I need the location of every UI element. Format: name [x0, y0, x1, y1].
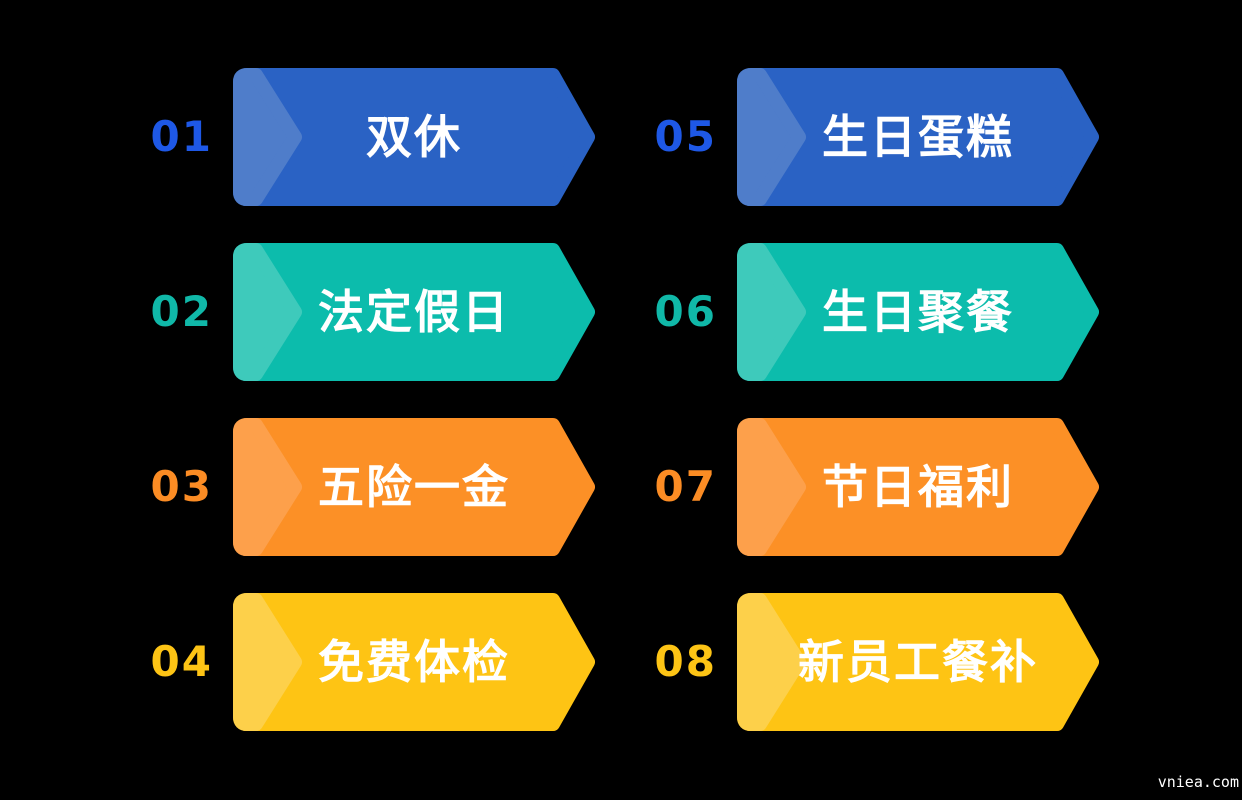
- benefit-label: 法定假日: [318, 285, 510, 339]
- benefit-number: 05: [654, 112, 717, 161]
- benefit-number: 01: [150, 112, 213, 161]
- benefit-label: 双休: [366, 110, 462, 164]
- arrow-banner-shape: [737, 243, 1099, 381]
- benefit-item: 05 生日蛋糕: [632, 68, 1099, 206]
- benefit-item: 03 五险一金: [128, 418, 595, 556]
- arrow-banner-shape: [737, 593, 1099, 731]
- benefit-item: 06 生日聚餐: [632, 243, 1099, 381]
- benefit-label: 生日聚餐: [822, 285, 1014, 339]
- benefit-banner: 生日蛋糕: [737, 68, 1099, 206]
- benefit-label: 节日福利: [822, 460, 1014, 514]
- arrow-banner-shape: [737, 68, 1099, 206]
- benefit-label: 生日蛋糕: [822, 110, 1014, 164]
- benefit-number: 03: [150, 462, 213, 511]
- benefit-label: 免费体检: [318, 635, 510, 689]
- benefit-number: 07: [654, 462, 717, 511]
- benefit-number: 08: [654, 637, 717, 686]
- benefit-number: 06: [654, 287, 717, 336]
- arrow-banner-shape: [737, 418, 1099, 556]
- benefit-label: 新员工餐补: [798, 635, 1038, 689]
- benefit-item: 02 法定假日: [128, 243, 595, 381]
- benefit-banner: 双休: [233, 68, 595, 206]
- arrow-banner-shape: [233, 243, 595, 381]
- benefit-banner: 节日福利: [737, 418, 1099, 556]
- benefit-item: 08 新员工餐补: [632, 593, 1099, 731]
- benefit-item: 07 节日福利: [632, 418, 1099, 556]
- benefit-label: 五险一金: [318, 460, 510, 514]
- benefit-banner: 法定假日: [233, 243, 595, 381]
- benefit-item: 04 免费体检: [128, 593, 595, 731]
- benefit-item: 01 双休: [128, 68, 595, 206]
- arrow-banner-shape: [233, 68, 595, 206]
- arrow-banner-shape: [233, 418, 595, 556]
- benefit-number: 04: [150, 637, 213, 686]
- benefit-banner: 生日聚餐: [737, 243, 1099, 381]
- arrow-banner-shape: [233, 593, 595, 731]
- benefit-banner: 新员工餐补: [737, 593, 1099, 731]
- benefit-number: 02: [150, 287, 213, 336]
- benefit-banner: 免费体检: [233, 593, 595, 731]
- watermark-text: vniea.com: [1157, 773, 1239, 791]
- benefit-banner: 五险一金: [233, 418, 595, 556]
